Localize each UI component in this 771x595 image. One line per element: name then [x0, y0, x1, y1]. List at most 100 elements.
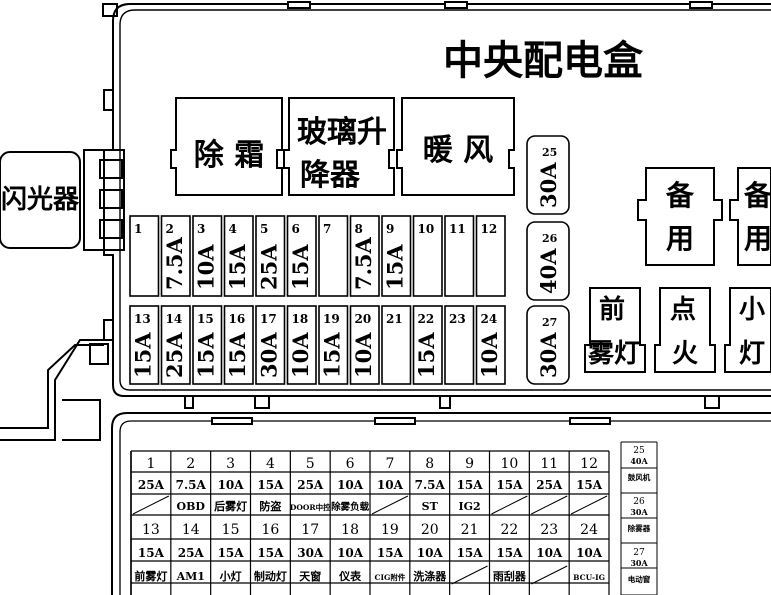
fuse-row-bottom: 1315A1425A1515A1615A1730A1810A1915A2010A… [129, 305, 506, 385]
relay-defrost: 除 霜 [170, 97, 283, 196]
legend-fuse-use: OBD [177, 500, 206, 513]
fuse-12: 12 [475, 215, 506, 297]
flasher-pin [99, 189, 123, 209]
fuse-number: 4 [229, 222, 237, 236]
legend-side-rating: 30A [630, 507, 648, 517]
legend-side-use: 除雾器 [628, 523, 651, 533]
legend-fuse-number: 18 [341, 522, 359, 538]
legend-housing-inner [119, 420, 771, 595]
relay-small-light: 小 灯 [724, 287, 771, 373]
legend-fuse-rating: 7.5A [415, 478, 446, 492]
fuse-rating: 30A [536, 162, 561, 208]
fuse-number: 15 [197, 312, 214, 326]
relay-window-label-2: 降器 [300, 158, 361, 193]
fuse-10: 10 [412, 215, 443, 297]
fuse-number: 22 [418, 312, 435, 326]
legend-fuse-number: 20 [421, 522, 439, 538]
housing-clip [439, 395, 451, 409]
fuse-8: 87.5A [349, 215, 380, 297]
fuse-2: 27.5A [160, 215, 191, 297]
relay-heater-label: 暖 风 [423, 133, 493, 168]
legend-fuse-use: 制动灯 [254, 569, 287, 583]
relay-spare-label: 备 [665, 179, 695, 212]
relay-spare-1: 备 用 [637, 167, 723, 266]
fuse-1: 1 [129, 215, 160, 297]
mount-bracket [0, 339, 104, 441]
relay-front-fog-label-2: 雾灯 [588, 339, 640, 369]
legend-fuse-rating: 10A [337, 546, 364, 560]
flasher-label: 闪光器 [1, 185, 80, 215]
fuse-rating: 15A [319, 332, 344, 378]
legend-fuse-number: 23 [540, 522, 558, 538]
fuse-rating: 10A [477, 332, 502, 378]
legend-fuse-rating: 30A [297, 546, 324, 560]
relay-ignition: 点 火 [654, 287, 716, 373]
housing-clip [184, 395, 194, 409]
legend-fuse-use: 天窗 [299, 569, 321, 583]
legend-fuse-use: 前雾灯 [134, 569, 167, 583]
legend-side-number: 26 [633, 497, 645, 507]
housing-clip [254, 395, 270, 409]
legend-fuse-rating: 10A [417, 546, 444, 560]
legend-fuse-use: 小灯 [219, 569, 242, 583]
fuse-rating: 15A [130, 332, 155, 378]
legend-fuse-use: IG2 [458, 500, 480, 513]
legend-fuse-rating: 25A [297, 478, 324, 492]
fuse-number: 23 [449, 312, 466, 326]
fuse-number: 11 [449, 222, 466, 236]
legend-fuse-number: 8 [425, 456, 434, 472]
fuse-7: 7 [318, 215, 349, 297]
fuse-rating: 10A [193, 244, 218, 290]
fuse-rating: 15A [382, 244, 407, 290]
svg-text:小: 小 [739, 295, 765, 325]
legend-fuse-use: 除雾负载 [331, 501, 370, 513]
fuse-number: 14 [166, 312, 183, 326]
legend-fuse-number: 17 [301, 522, 319, 538]
legend-fuse-rating: 10A [536, 546, 563, 560]
housing-clip [287, 1, 311, 9]
legend-empty-slash [451, 565, 488, 585]
legend-fuse-rating: 15A [496, 478, 523, 492]
housing-inner-outline [119, 9, 771, 391]
fuse-number: 26 [542, 232, 558, 245]
legend-fuse-use: CIG附件 [374, 572, 405, 582]
legend-fuse-number: 2 [186, 456, 195, 472]
legend-fuse-rating: 15A [457, 546, 484, 560]
fuse-rating: 25A [256, 244, 281, 290]
legend-bottom-cell-17: 17 30A 天窗 [297, 522, 324, 583]
housing-clip [689, 1, 713, 9]
legend-fuse-rating: 15A [496, 546, 523, 560]
legend-fuse-rating: 15A [257, 478, 284, 492]
legend-fuse-number: 3 [226, 456, 235, 472]
legend-fuse-number: 14 [182, 522, 200, 538]
legend-side-rating: 40A [630, 456, 648, 466]
fuse-rating: 30A [536, 332, 561, 378]
fuse-rating: 10A [351, 332, 376, 378]
flasher-relay: 闪光器 [0, 151, 81, 249]
legend-fuse-rating: 15A [377, 546, 404, 560]
